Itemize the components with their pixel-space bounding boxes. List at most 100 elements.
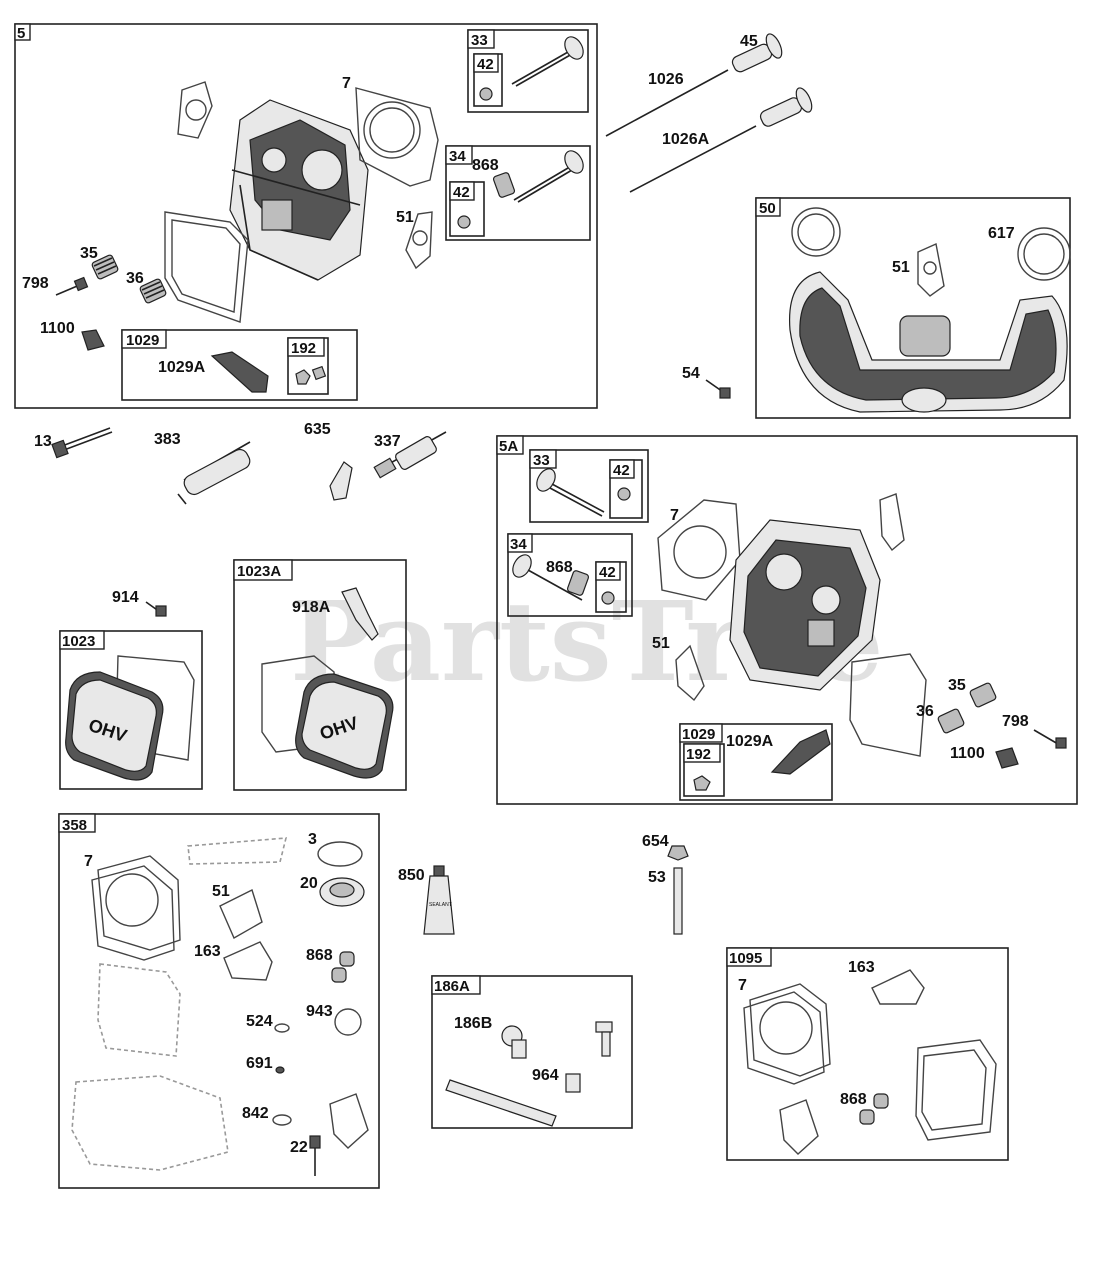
part-36-label[interactable]: 36 xyxy=(126,270,144,287)
group-34b-label: 34 xyxy=(510,536,527,553)
part-163b-label[interactable]: 163 xyxy=(848,959,875,976)
part-798-label[interactable]: 798 xyxy=(22,275,49,292)
nut-192-icon xyxy=(295,369,311,385)
gasket-icon xyxy=(177,81,213,139)
part-35-label[interactable]: 35 xyxy=(80,245,98,262)
part-22-label[interactable]: 22 xyxy=(290,1139,308,1156)
part-868c-label[interactable]: 868 xyxy=(306,947,333,964)
gasket-617-icon xyxy=(1017,227,1071,281)
group-5-frame[interactable] xyxy=(14,23,598,409)
part-337-label[interactable]: 337 xyxy=(374,433,401,450)
group-33b-frame[interactable] xyxy=(529,449,649,523)
head-gasket-icon xyxy=(355,87,439,187)
part-45-label[interactable]: 45 xyxy=(740,33,758,50)
group-50-label: 50 xyxy=(759,200,776,217)
push-rod-1026-icon xyxy=(605,69,729,137)
group-34b-frame[interactable] xyxy=(507,533,633,617)
group-50-frame[interactable] xyxy=(755,197,1071,419)
group-33-frame[interactable] xyxy=(467,29,589,113)
group-33-label: 33 xyxy=(471,32,488,49)
part-617-label[interactable]: 617 xyxy=(988,225,1015,242)
oil-seal-20-icon xyxy=(319,877,365,907)
group-34-frame[interactable] xyxy=(445,145,591,241)
part-964-label[interactable]: 964 xyxy=(532,1067,559,1084)
group-34-label: 34 xyxy=(449,148,466,165)
part-51c-label[interactable]: 51 xyxy=(652,635,670,652)
part-51d-label[interactable]: 51 xyxy=(212,883,230,900)
group-42d-label: 42 xyxy=(599,564,616,581)
bolt-798-icon xyxy=(55,276,89,296)
group-5A-frame[interactable] xyxy=(496,435,1078,805)
group-1023-label: 1023 xyxy=(62,633,95,650)
part-163a-label[interactable]: 163 xyxy=(194,943,221,960)
valve-cover-gasket-1095-icon xyxy=(915,1039,997,1141)
group-186A-frame[interactable] xyxy=(431,975,633,1129)
valve-icon xyxy=(511,36,584,87)
part-524-label[interactable]: 524 xyxy=(246,1013,273,1030)
valve-seat-icon xyxy=(492,172,516,198)
group-358-frame[interactable] xyxy=(58,813,380,1189)
part-918A-label[interactable]: 918A xyxy=(292,599,331,616)
part-7-label[interactable]: 7 xyxy=(342,75,351,92)
part-7b-label[interactable]: 7 xyxy=(670,507,679,524)
part-383-label[interactable]: 383 xyxy=(154,431,181,448)
part-1026-label[interactable]: 1026 xyxy=(648,71,684,88)
part-53-label[interactable]: 53 xyxy=(648,869,666,886)
part-654-label[interactable]: 654 xyxy=(642,833,669,850)
part-36b-label[interactable]: 36 xyxy=(916,703,934,720)
part-20-label[interactable]: 20 xyxy=(300,875,318,892)
part-798b-label[interactable]: 798 xyxy=(1002,713,1029,730)
valve-cover-1023A-icon[interactable]: OHV xyxy=(295,673,394,779)
group-1023A-label: 1023A xyxy=(237,563,281,580)
cylinder-head-5A-icon[interactable] xyxy=(729,519,881,691)
manifold-gasket-icon xyxy=(187,837,288,865)
part-51-label[interactable]: 51 xyxy=(396,209,414,226)
group-1023-frame[interactable] xyxy=(59,630,203,790)
sealant-text: SEALANT xyxy=(429,902,452,908)
part-13-label[interactable]: 13 xyxy=(34,433,52,450)
group-1029-label: 1029 xyxy=(126,332,159,349)
part-7d-label[interactable]: 7 xyxy=(738,977,747,994)
part-868b-label[interactable]: 868 xyxy=(546,559,573,576)
part-868-label[interactable]: 868 xyxy=(472,157,499,174)
cylinder-head-icon[interactable] xyxy=(229,99,369,281)
part-1026A-label[interactable]: 1026A xyxy=(662,131,710,148)
gasket-51-icon xyxy=(405,211,433,270)
part-1029Ab-label[interactable]: 1029A xyxy=(726,733,774,750)
part-7c-label[interactable]: 7 xyxy=(84,853,93,870)
part-914-label[interactable]: 914 xyxy=(112,589,139,606)
head-gasket-358-icon xyxy=(91,855,181,961)
part-691-label[interactable]: 691 xyxy=(246,1055,273,1072)
valve-seat-358-icon xyxy=(339,951,355,967)
spring-36-icon xyxy=(139,278,167,304)
nut-654-icon xyxy=(667,845,689,861)
part-868d-label[interactable]: 868 xyxy=(840,1091,867,1108)
part-842-label[interactable]: 842 xyxy=(242,1105,269,1122)
part-35b-label[interactable]: 35 xyxy=(948,677,966,694)
group-42c-label: 42 xyxy=(613,462,630,479)
part-186B-label[interactable]: 186B xyxy=(454,1015,492,1032)
part-943-label[interactable]: 943 xyxy=(306,1003,333,1020)
part-635-label[interactable]: 635 xyxy=(304,421,331,438)
group-1023A-frame[interactable] xyxy=(233,559,407,791)
part-1100b-label[interactable]: 1100 xyxy=(950,745,985,762)
bolt-54-icon xyxy=(705,379,731,399)
group-1029-frame[interactable] xyxy=(121,329,358,401)
part-3-label[interactable]: 3 xyxy=(308,831,317,848)
hose-icon xyxy=(445,1079,557,1127)
valve-cover-gasket-5A-icon xyxy=(849,653,927,757)
intake-manifold-icon[interactable] xyxy=(788,271,1068,413)
part-1100-label[interactable]: 1100 xyxy=(40,320,75,337)
valve-cover-1023-icon[interactable]: OHV xyxy=(65,671,164,781)
crankcase-gasket-icon xyxy=(71,1075,229,1171)
rocker-arm-icon xyxy=(210,351,269,393)
group-1029b-frame[interactable] xyxy=(679,723,833,801)
group-192-label: 192 xyxy=(291,340,316,357)
valve-34b-icon xyxy=(512,554,583,601)
part-1029A-label[interactable]: 1029A xyxy=(158,359,206,376)
part-51b-label[interactable]: 51 xyxy=(892,259,910,276)
part-850-label[interactable]: 850 xyxy=(398,867,425,884)
valve-cover-gasket-icon xyxy=(164,211,249,323)
part-54-label[interactable]: 54 xyxy=(682,365,700,382)
group-1095-frame[interactable] xyxy=(726,947,1009,1161)
